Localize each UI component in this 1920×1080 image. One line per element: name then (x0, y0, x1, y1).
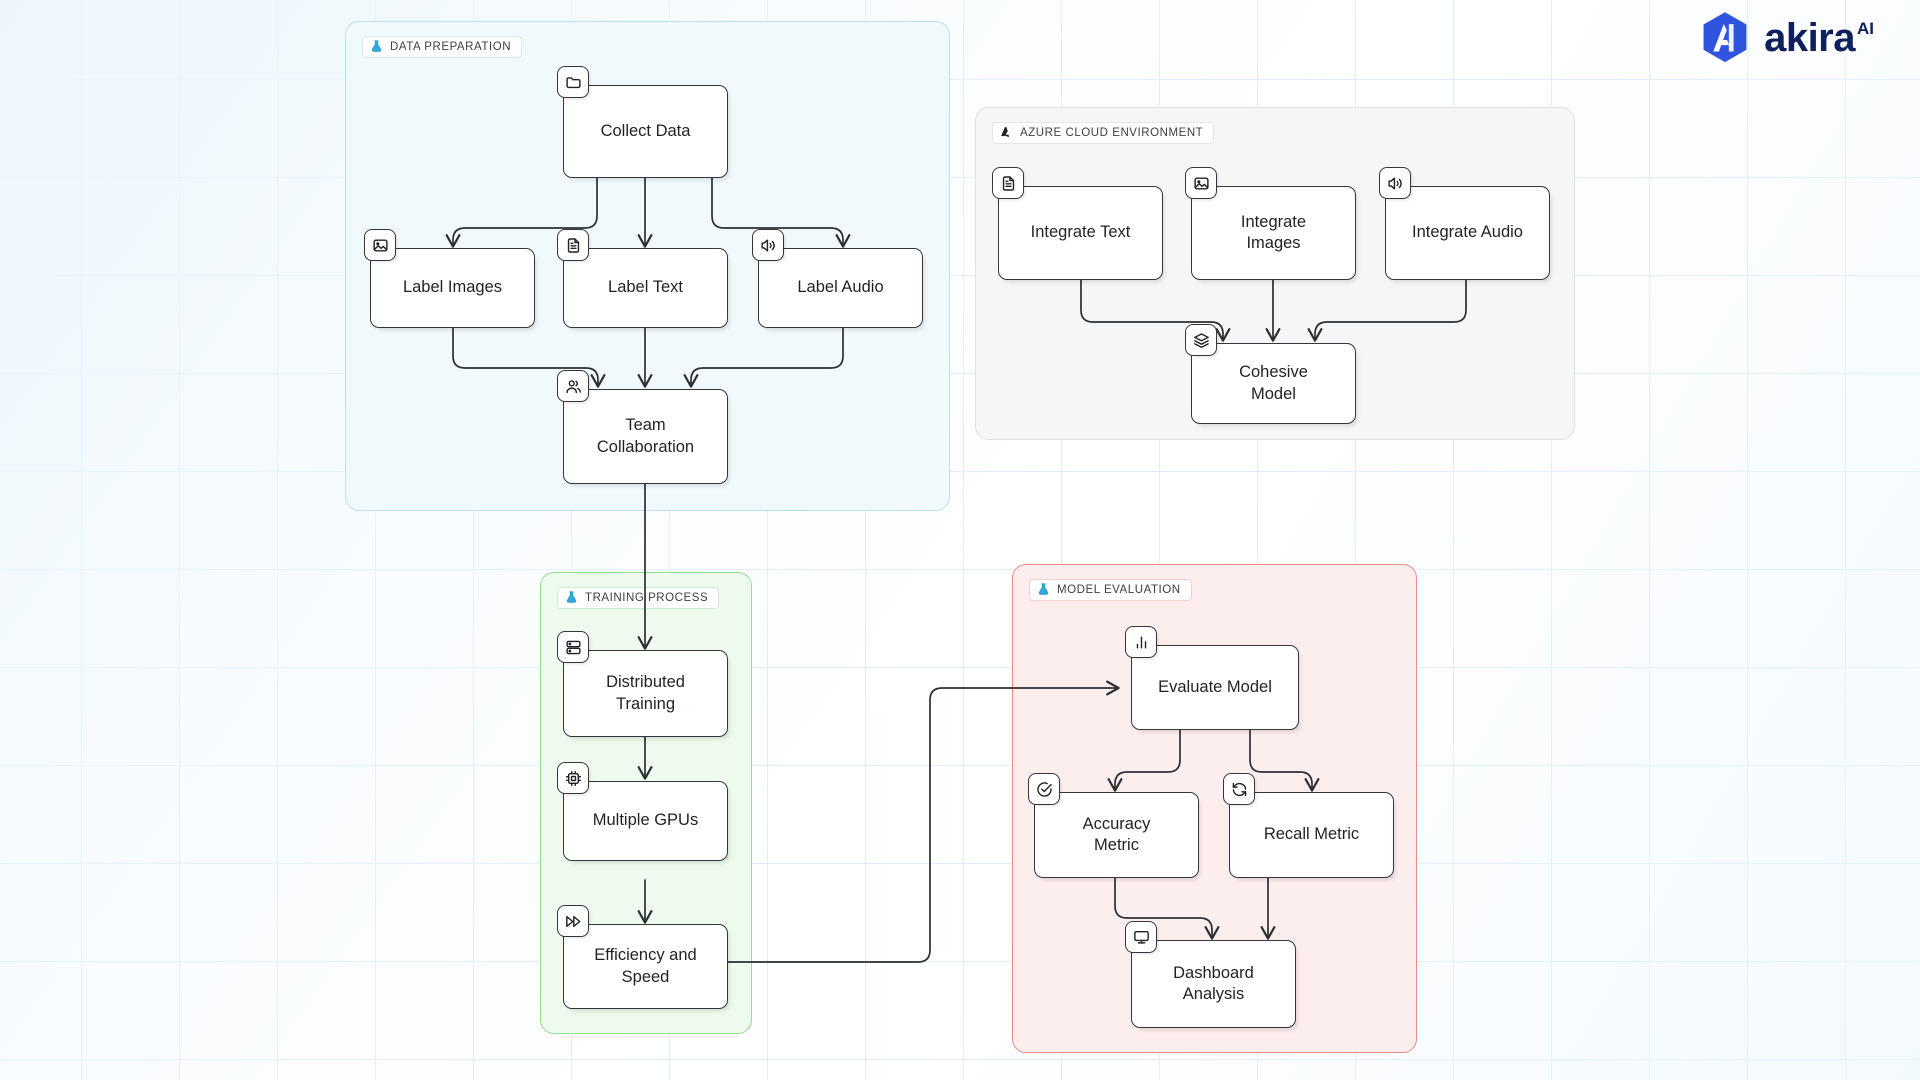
node-label: Cohesive Model (1239, 363, 1308, 403)
image-icon (364, 229, 396, 261)
node-label: Evaluate Model (1158, 677, 1272, 696)
document-icon (992, 167, 1024, 199)
flask-icon (1037, 582, 1050, 599)
node-label: Dashboard Analysis (1173, 963, 1254, 1003)
group-label-azure-cloud-environment: AZURE CLOUD ENVIRONMENT (992, 122, 1215, 144)
group-label-text: AZURE CLOUD ENVIRONMENT (1020, 127, 1204, 139)
akira-hex-icon (1703, 12, 1747, 63)
node-label: Collect Data (600, 121, 691, 140)
node-collect-data[interactable]: Collect Data (557, 66, 728, 178)
node-label: Integrate Images (1240, 212, 1307, 252)
flask-icon (565, 590, 578, 607)
group-label-text: MODEL EVALUATION (1057, 584, 1181, 596)
node-label: Efficiency and Speed (594, 946, 697, 986)
node-label-audio[interactable]: Label Audio (752, 229, 923, 328)
node-label: Integrate Text (1030, 223, 1131, 242)
speaker-icon (1379, 167, 1411, 199)
akira-ai-logo[interactable]: akira AI (1697, 10, 1874, 66)
fast-forward-icon (557, 905, 589, 937)
node-recall-metric[interactable]: Recall Metric (1223, 773, 1394, 878)
check-circle-icon (1028, 773, 1060, 805)
chip-icon (557, 762, 589, 794)
bar-chart-icon (1125, 626, 1157, 658)
node-integrate-audio[interactable]: Integrate Audio (1379, 167, 1550, 280)
node-label: Recall Metric (1263, 825, 1360, 844)
document-icon (557, 229, 589, 261)
refresh-icon (1223, 773, 1255, 805)
group-label-text: TRAINING PROCESS (585, 592, 709, 604)
node-label: Integrate Audio (1411, 223, 1523, 242)
node-label-text[interactable]: Label Text (557, 229, 728, 328)
group-label-data-preparation: DATA PREPARATION (362, 36, 523, 58)
node-label: Accuracy Metric (1082, 814, 1151, 854)
node-integrate-text[interactable]: Integrate Text (992, 167, 1163, 280)
flask-icon (370, 39, 383, 56)
image-icon (1185, 167, 1217, 199)
brand-superscript: AI (1857, 19, 1874, 38)
node-label: Label Audio (797, 278, 884, 297)
node-cohesive-model[interactable]: Cohesive Model (1185, 324, 1356, 424)
node-label: Distributed Training (606, 673, 685, 713)
brand-name: akira (1764, 16, 1855, 60)
node-multiple-gpus[interactable]: Multiple GPUs (557, 762, 728, 861)
node-label-images[interactable]: Label Images (364, 229, 535, 328)
akira-wordmark: akira AI (1764, 18, 1874, 58)
node-distributed-training[interactable]: Distributed Training (557, 631, 728, 737)
users-icon (557, 370, 589, 402)
node-label: Multiple GPUs (592, 811, 699, 830)
folder-icon (557, 66, 589, 98)
group-label-text: DATA PREPARATION (390, 41, 512, 53)
server-icon (557, 631, 589, 663)
node-integrate-images[interactable]: Integrate Images (1185, 167, 1356, 280)
node-team-collaboration[interactable]: Team Collaboration (557, 370, 728, 484)
node-efficiency-and-speed[interactable]: Efficiency and Speed (557, 905, 728, 1009)
group-label-training-process: TRAINING PROCESS (557, 587, 720, 609)
node-dashboard-analysis[interactable]: Dashboard Analysis (1125, 921, 1296, 1028)
speaker-icon (752, 229, 784, 261)
node-label: Label Text (608, 278, 683, 297)
node-label: Label Images (402, 278, 503, 297)
node-accuracy-metric[interactable]: Accuracy Metric (1028, 773, 1199, 878)
node-evaluate-model[interactable]: Evaluate Model (1125, 626, 1299, 730)
layers-icon (1185, 324, 1217, 356)
group-label-model-evaluation: MODEL EVALUATION (1029, 579, 1192, 601)
monitor-icon (1125, 921, 1157, 953)
azure-icon (1000, 125, 1013, 142)
node-label: Team Collaboration (596, 416, 695, 456)
